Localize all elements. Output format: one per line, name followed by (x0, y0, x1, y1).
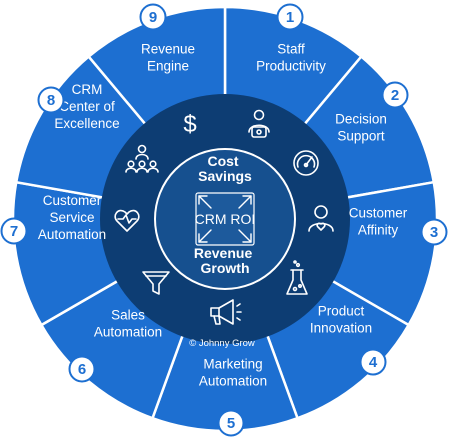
svg-text:4: 4 (369, 354, 378, 371)
flask-icon (286, 260, 308, 295)
number-badge-8: 8 (37, 86, 65, 114)
expand-arrows-icon (195, 192, 255, 246)
number-badge-7: 7 (0, 217, 28, 245)
svg-text:9: 9 (149, 9, 157, 26)
number-badge-9: 9 (139, 3, 167, 31)
number-badge-3: 3 (420, 218, 448, 246)
heart-icon (114, 209, 140, 232)
megaphone-icon (210, 299, 242, 325)
number-badge-1: 1 (276, 3, 304, 31)
funnel-icon (142, 271, 170, 295)
svg-text:3: 3 (430, 224, 438, 241)
dollar-icon: $ (183, 111, 196, 138)
hub-top-label: Cost Savings (198, 153, 252, 184)
team-icon (125, 144, 159, 173)
svg-text:7: 7 (10, 223, 18, 240)
svg-text:5: 5 (227, 415, 235, 432)
number-badge-2: 2 (381, 81, 409, 109)
svg-text:2: 2 (391, 87, 399, 104)
number-badge-4: 4 (359, 348, 387, 376)
hub-content: Cost Savings CRM ROI Revenue Growth (194, 153, 256, 276)
hub-center-label: CRM ROI (195, 211, 256, 227)
svg-text:6: 6 (78, 361, 86, 378)
number-badge-5: 5 (217, 409, 245, 437)
person-heart-icon (308, 205, 334, 232)
badges-layer: 1 2 3 4 5 6 7 8 9 (0, 3, 448, 437)
svg-text:8: 8 (47, 92, 55, 109)
svg-text:1: 1 (286, 9, 294, 26)
hub-bottom-label: Revenue Growth (194, 245, 256, 276)
person-badge-icon (248, 109, 270, 138)
number-badge-6: 6 (68, 355, 96, 383)
gauge-icon (293, 150, 319, 176)
copyright-text: © Johnny Grow (189, 338, 255, 349)
icons-layer: $ (114, 109, 334, 325)
svg-text:$: $ (183, 111, 196, 138)
